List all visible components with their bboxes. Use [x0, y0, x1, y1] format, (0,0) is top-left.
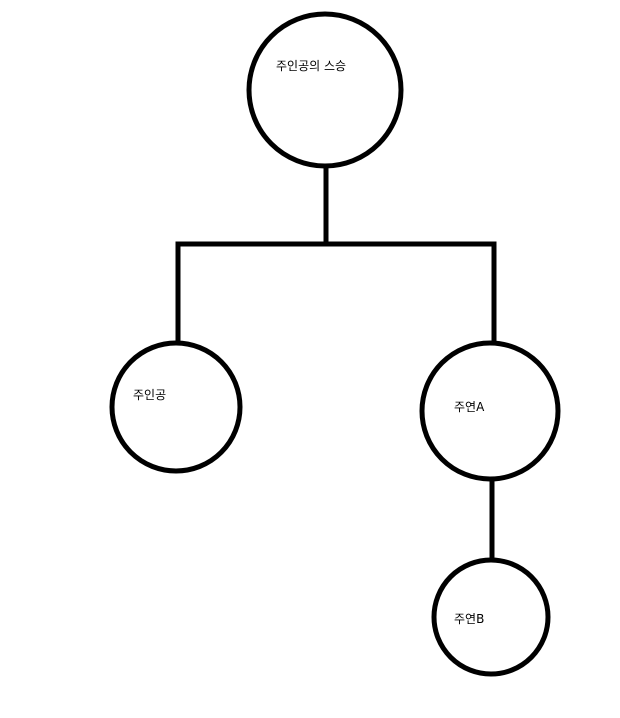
node-lead-b-circle — [431, 557, 551, 677]
node-lead-b: 주연B — [431, 557, 551, 677]
node-lead-a-label: 주연A — [454, 400, 485, 414]
node-lead-a: 주연A — [419, 340, 561, 482]
node-lead-a-circle — [419, 340, 561, 482]
node-mentor-label: 주인공의 스승 — [276, 59, 346, 73]
node-mentor: 주인공의 스승 — [246, 11, 404, 169]
node-protagonist-label: 주인공 — [133, 388, 166, 402]
edges — [175, 165, 497, 563]
node-lead-b-label: 주연B — [454, 612, 484, 626]
node-protagonist: 주인공 — [109, 340, 243, 474]
node-protagonist-circle — [109, 340, 243, 474]
node-mentor-circle — [246, 11, 404, 169]
